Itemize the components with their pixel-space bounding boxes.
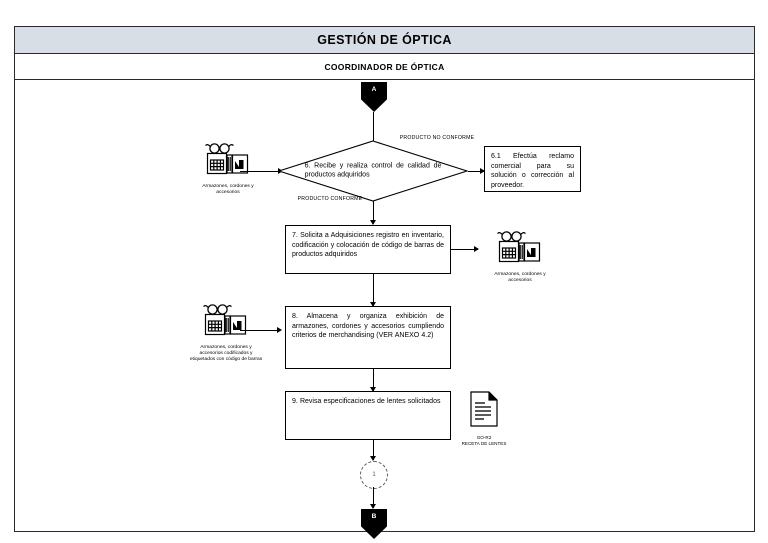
edge-connector1-to-b-arrowhead [370, 504, 376, 509]
process-node-7[interactable]: 7. Solicita a Adquisiciones registro en … [285, 225, 451, 274]
artifact-icon-group-2: Armazones, cordones y accesorios [464, 230, 576, 284]
edge-7-to-8 [373, 274, 375, 306]
connector-circle-1-label: 1 [372, 472, 376, 478]
edge-7-to-8-arrowhead [370, 302, 376, 307]
edge-decision-to-61 [468, 171, 484, 173]
process-node-9[interactable]: 9. Revisa especificaciones de lentes sol… [285, 391, 451, 440]
diagram-title-band: GESTIÓN DE ÓPTICA [14, 26, 755, 54]
edge-decision-to-7 [373, 201, 375, 224]
diagram-page-frame [14, 26, 755, 532]
artifact-icon-caption-2: Armazones, cordones y accesorios [494, 272, 546, 284]
edge-icon1-to-decision [240, 171, 280, 173]
edge-7-to-icon2 [451, 249, 478, 251]
artifact-document-group: GO-R2 RECETA DE LENTES [452, 391, 516, 447]
edge-8-to-9-arrowhead [370, 387, 376, 392]
document-icon [469, 391, 499, 432]
process-node-6-1[interactable]: 6.1 Efectúa reclamo comercial para su so… [484, 146, 581, 192]
artifact-icon-caption-1: Armazones, cordones y accesorios [202, 184, 254, 196]
edge-icon3-to-8-arrowhead [277, 327, 282, 333]
edge-decision-to-7-arrowhead [370, 220, 376, 225]
artifact-document-code: GO-R2 [476, 435, 492, 440]
connector-a-label: A [371, 86, 377, 93]
inventory-icon [202, 142, 254, 181]
edge-7-to-icon2-arrowhead [474, 246, 479, 252]
swimlane-role-label: COORDINADOR DE ÓPTICA [324, 61, 445, 72]
edge-label-no-conforme: PRODUCTO NO CONFORME [399, 135, 475, 141]
edge-9-to-connector1 [373, 440, 375, 460]
connector-b[interactable]: B [361, 509, 387, 539]
edge-8-to-9 [373, 369, 375, 391]
artifact-document-caption: RECETA DE LENTES [461, 441, 507, 446]
edge-decision-to-61-arrowhead [480, 168, 485, 174]
artifact-icon-group-1: Armazones, cordones y accesorios [170, 142, 286, 196]
decision-node-6[interactable]: 6. Recibe y realiza control de calidad d… [278, 140, 468, 202]
inventory-icon [494, 230, 546, 269]
edge-9-to-connector1-arrowhead [370, 456, 376, 461]
decision-node-6-label: 6. Recibe y realiza control de calidad d… [304, 162, 442, 179]
connector-circle-1[interactable]: 1 [360, 461, 388, 489]
connector-b-label: B [371, 513, 377, 520]
edge-connector1-to-b [373, 487, 375, 508]
artifact-icon-caption-3: Armazones, cordones y accesorios codific… [189, 345, 263, 363]
artifact-icon-group-3: Armazones, cordones y accesorios codific… [168, 303, 284, 364]
inventory-icon [200, 303, 252, 342]
process-node-8[interactable]: 8. Almacena y organiza exhibición de arm… [285, 306, 451, 369]
swimlane-role-band: COORDINADOR DE ÓPTICA [14, 54, 755, 80]
edge-label-conforme: PRODUCTO CONFORME [297, 196, 363, 202]
edge-a-to-decision [373, 112, 375, 154]
edge-icon3-to-8 [240, 330, 280, 332]
page-title: GESTIÓN DE ÓPTICA [317, 33, 452, 47]
